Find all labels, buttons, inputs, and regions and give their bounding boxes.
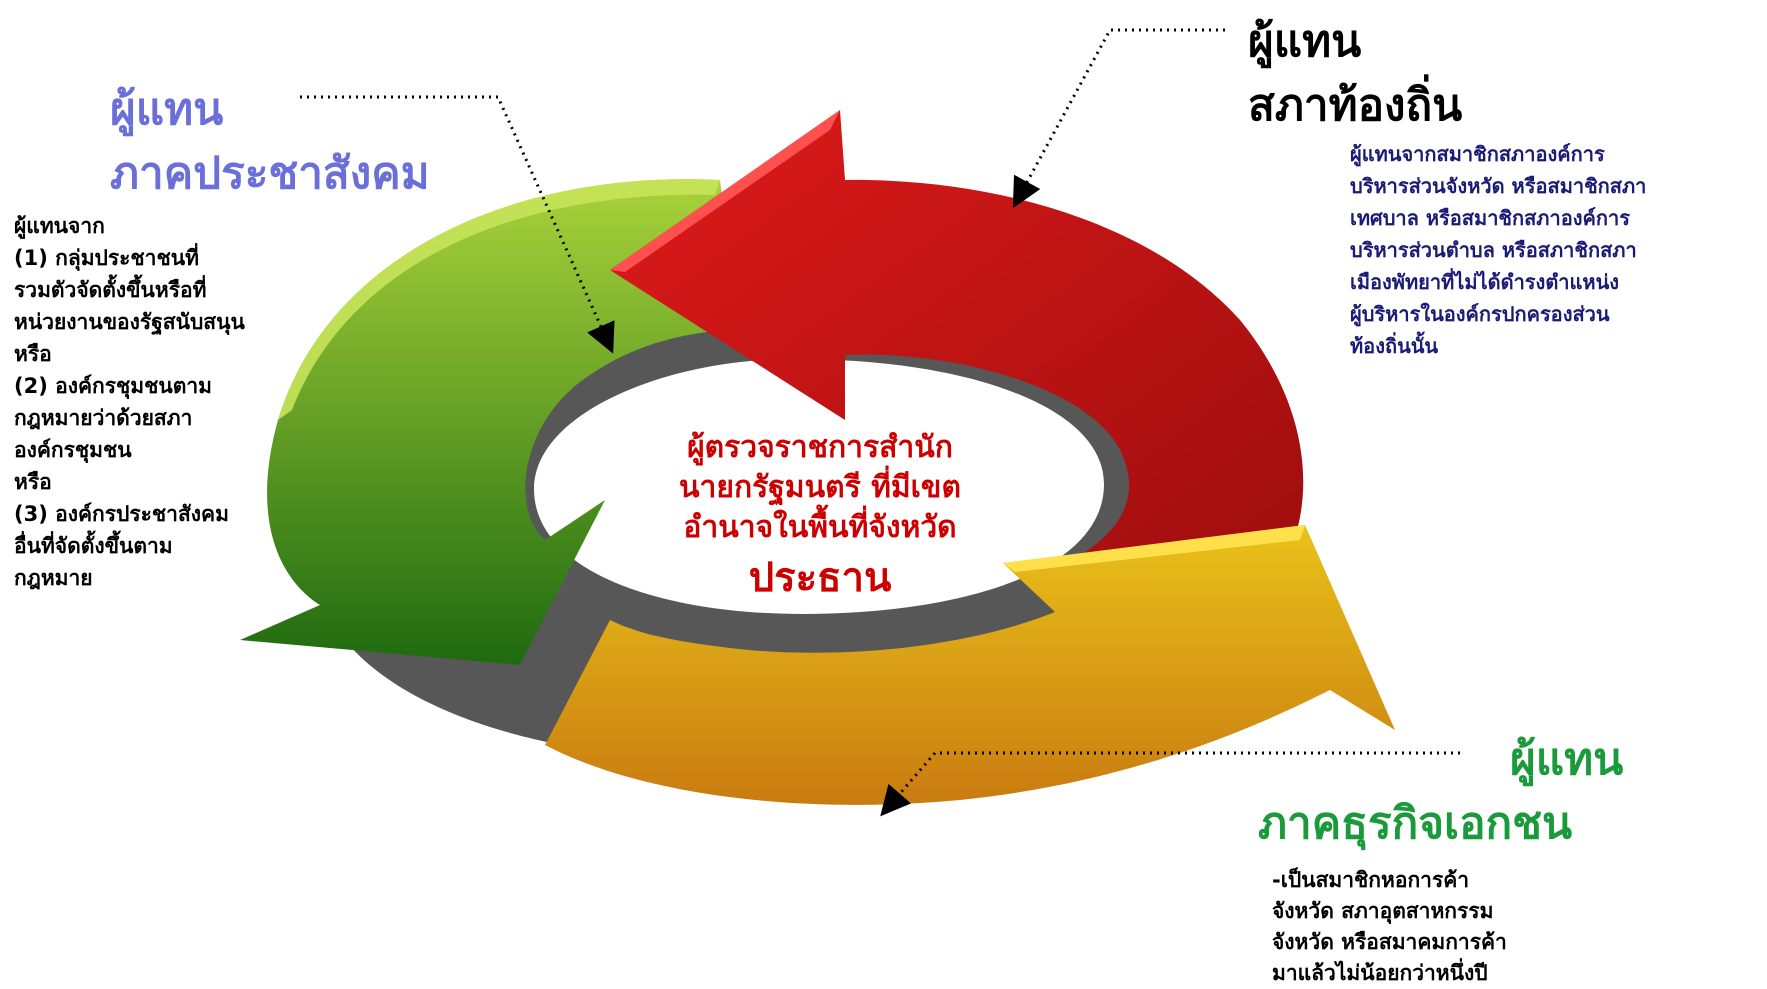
private-title-line2: ภาคธุรกิจเอกชน [1258, 798, 1573, 849]
civil-title-line2: ภาคประชาสังคม [110, 148, 430, 199]
center-line-2: นายกรัฐมนตรี ที่มีเขต [679, 470, 961, 505]
local-title-line2: สภาท้องถิ่น [1248, 80, 1463, 131]
local-description: ผู้แทนจากสมาชิกสภาองค์การ บริหารส่วนจังห… [1350, 142, 1647, 358]
green-arrow-highlight [278, 179, 720, 420]
center-text: ผู้ตรวจราชการสำนัก นายกรัฐมนตรี ที่มีเขต… [620, 428, 1020, 608]
center-line-3: อำนาจในพื้นที่จังหวัด [683, 510, 957, 545]
local-connector [1012, 28, 1225, 209]
civil-title-line1: ผู้แทน [110, 84, 224, 135]
red-arrow [610, 110, 1304, 620]
civil-connector [300, 95, 615, 354]
center-line-1: ผู้ตรวจราชการสำนัก [687, 430, 953, 465]
private-description: -เป็นสมาชิกหอการค้า จังหวัด สภาอุตสาหกรร… [1272, 868, 1507, 985]
private-connector [880, 751, 1460, 817]
center-role: ประธาน [748, 555, 892, 601]
red-arrow-highlight [610, 110, 840, 272]
orange-arrow-highlight [1003, 525, 1305, 572]
orange-arrow [545, 525, 1395, 805]
private-title-line1: ผู้แทน [1510, 734, 1624, 785]
local-title-line1: ผู้แทน [1248, 16, 1362, 67]
civil-description: ผู้แทนจาก (1) กลุ่มประชาชนที่ รวมตัวจัดต… [14, 214, 245, 590]
